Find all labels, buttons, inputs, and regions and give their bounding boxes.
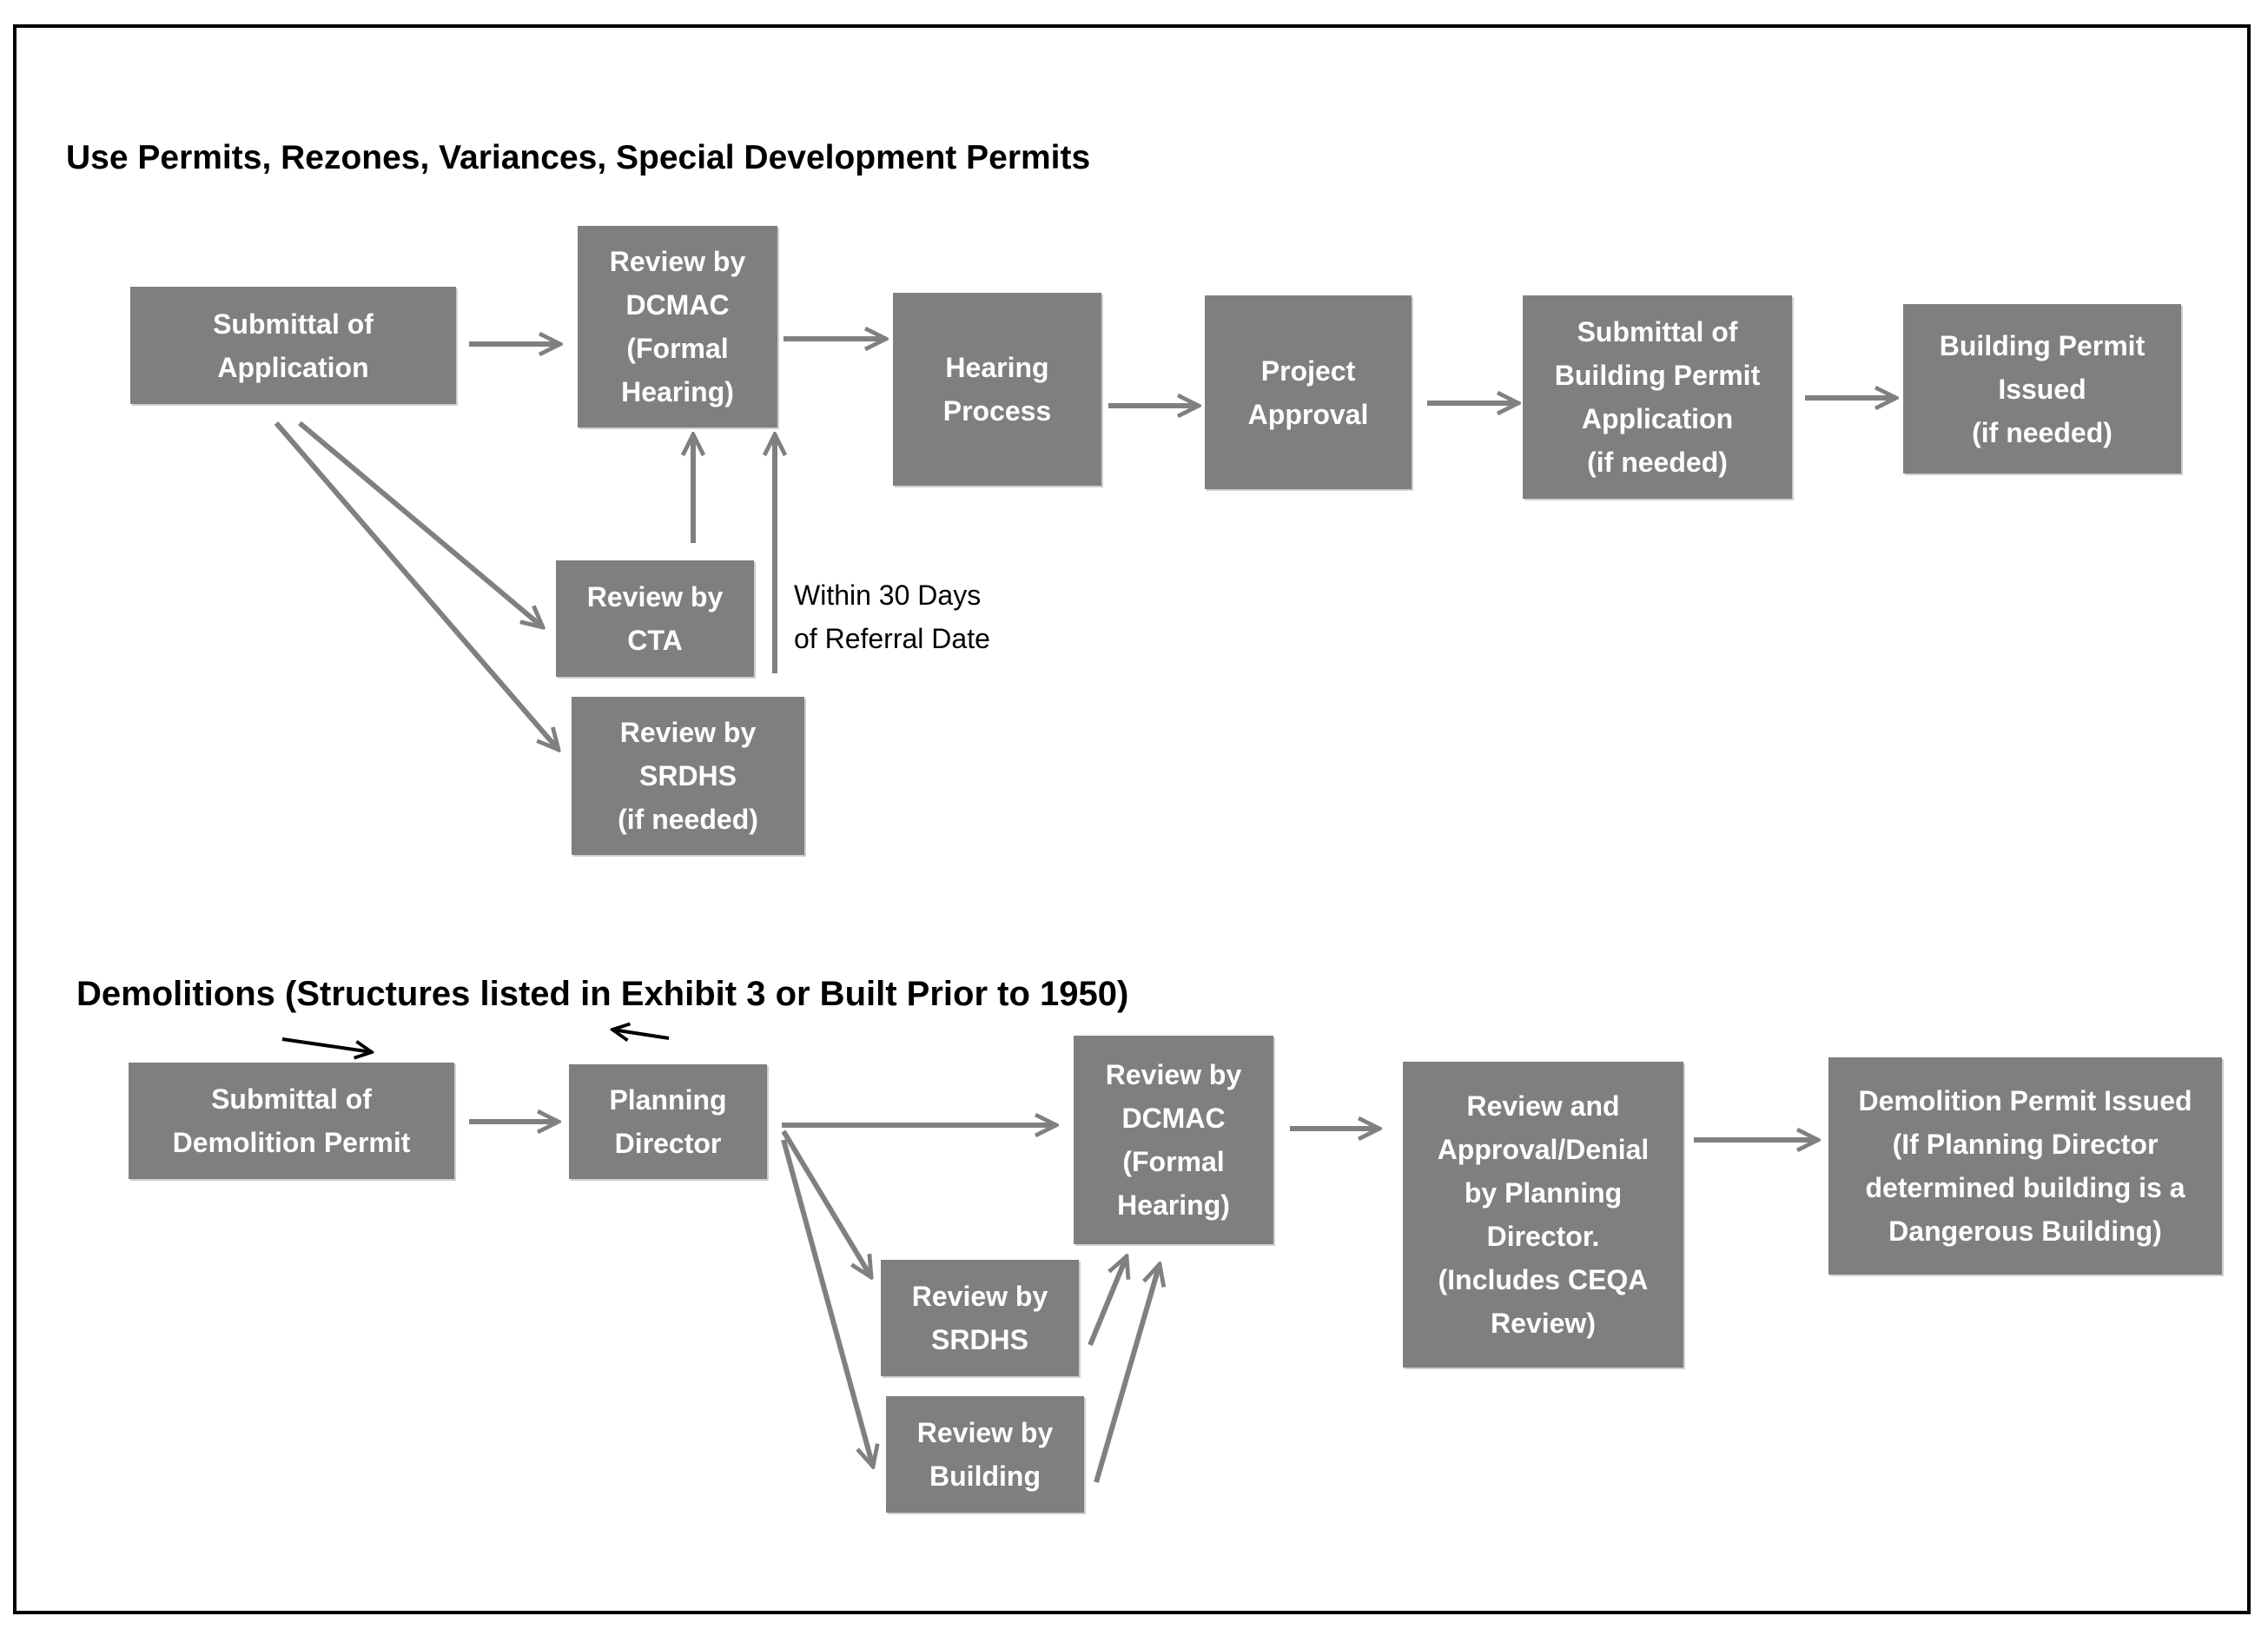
box-line: Review by xyxy=(916,1417,1054,1448)
box-line: Demolition Permit Issued xyxy=(1858,1085,2192,1116)
box-line: DCMAC xyxy=(1121,1103,1226,1134)
box-building-permit-issued: Building Permit Issued (if needed) xyxy=(1903,304,2181,474)
box-line: Review by xyxy=(586,581,724,613)
box-review-by-cta: Review by CTA xyxy=(556,560,754,677)
box-review-by-dcmac: Review by DCMAC (Formal Hearing) xyxy=(578,226,777,427)
arrow-submittal-to-srdhs xyxy=(274,421,559,750)
box-line: (Includes CEQA xyxy=(1438,1264,1649,1295)
box-planning-director: Planning Director xyxy=(569,1064,767,1179)
box-review-by-srdhs: Review by SRDHS xyxy=(881,1260,1079,1376)
section-title-use-permits: Use Permits, Rezones, Variances, Special… xyxy=(66,139,1091,176)
box-line: Application xyxy=(217,351,369,383)
box-line: Process xyxy=(942,395,1052,427)
box-line: Demolition Permit xyxy=(172,1127,411,1158)
box-line: Approval xyxy=(1247,398,1369,430)
box-line: Planning xyxy=(609,1084,727,1116)
box-demolition-permit-issued: Demolition Permit Issued (If Planning Di… xyxy=(1828,1057,2222,1275)
box-line: Hearing) xyxy=(621,376,734,407)
box-submittal-of-application: Submittal of Application xyxy=(130,287,456,404)
box-line: Building Permit xyxy=(1554,360,1761,391)
arrow-submittal-to-cta xyxy=(298,421,543,627)
box-line: Review by xyxy=(911,1281,1048,1312)
box-submittal-of-building-permit: Submittal of Building Permit Application… xyxy=(1523,295,1792,499)
arrow-planning-to-building xyxy=(781,1139,873,1467)
annotation-arrow-right xyxy=(281,1037,372,1052)
box-line: Application xyxy=(1581,403,1734,434)
diagram-frame xyxy=(13,24,2251,1614)
box-review-by-building: Review by Building xyxy=(886,1396,1084,1513)
box-line: by Planning xyxy=(1464,1177,1623,1209)
box-line: Project xyxy=(1260,354,1356,387)
box-line: determined building is a xyxy=(1865,1172,2185,1203)
annotation-arrow-left xyxy=(612,1030,670,1038)
box-review-by-srdhs-if-needed: Review by SRDHS (if needed) xyxy=(572,697,804,855)
box-line: Review) xyxy=(1491,1308,1596,1339)
box-line: Hearing) xyxy=(1117,1189,1230,1221)
box-line: Building Permit xyxy=(1939,329,2146,361)
box-line: Building xyxy=(929,1460,1041,1492)
box-review-by-dcmac-demolition: Review by DCMAC (Formal Hearing) xyxy=(1074,1036,1273,1244)
note-line: Within 30 Days xyxy=(794,580,982,611)
box-line: Director. xyxy=(1486,1221,1600,1252)
box-line: Hearing xyxy=(945,352,1049,383)
arrow-srdhs-to-dcmac xyxy=(1088,1256,1127,1347)
box-line: Review by xyxy=(619,717,757,748)
box-line: Submittal of xyxy=(213,308,374,340)
box-line: (if needed) xyxy=(618,804,758,835)
box-line: Review and xyxy=(1466,1090,1620,1122)
box-line: Review by xyxy=(609,246,746,277)
box-line: SRDHS xyxy=(930,1324,1028,1355)
box-review-and-approval: Review and Approval/Denial by Planning D… xyxy=(1403,1062,1683,1368)
box-submittal-of-demolition-permit: Submittal of Demolition Permit xyxy=(129,1063,454,1179)
arrow-building-to-dcmac xyxy=(1094,1264,1160,1483)
note-within-30-days: Within 30 Days of Referral Date xyxy=(794,573,990,660)
note-line: of Referral Date xyxy=(794,623,990,654)
box-line: Review by xyxy=(1105,1059,1242,1090)
box-hearing-process: Hearing Process xyxy=(893,293,1101,486)
box-line: Submittal of xyxy=(1577,316,1738,348)
box-project-approval: Project Approval xyxy=(1205,295,1412,489)
box-line: CTA xyxy=(627,625,683,656)
box-line: (Formal xyxy=(626,333,729,364)
section-title-demolitions: Demolitions (Structures listed in Exhibi… xyxy=(76,975,1129,1013)
box-line: (if needed) xyxy=(1587,447,1728,478)
box-line: SRDHS xyxy=(638,760,737,792)
arrow-planning-to-srdhs xyxy=(781,1129,871,1277)
box-line: Dangerous Building) xyxy=(1888,1215,2162,1247)
box-line: Approval/Denial xyxy=(1437,1134,1650,1165)
box-line: Issued xyxy=(1998,373,2086,405)
box-line: (If Planning Director xyxy=(1892,1129,2159,1160)
box-line: Director xyxy=(614,1128,722,1159)
box-line: Submittal of xyxy=(211,1083,372,1115)
box-line: (Formal xyxy=(1122,1146,1225,1177)
box-line: (if needed) xyxy=(1972,416,2113,448)
box-line: DCMAC xyxy=(625,289,730,321)
